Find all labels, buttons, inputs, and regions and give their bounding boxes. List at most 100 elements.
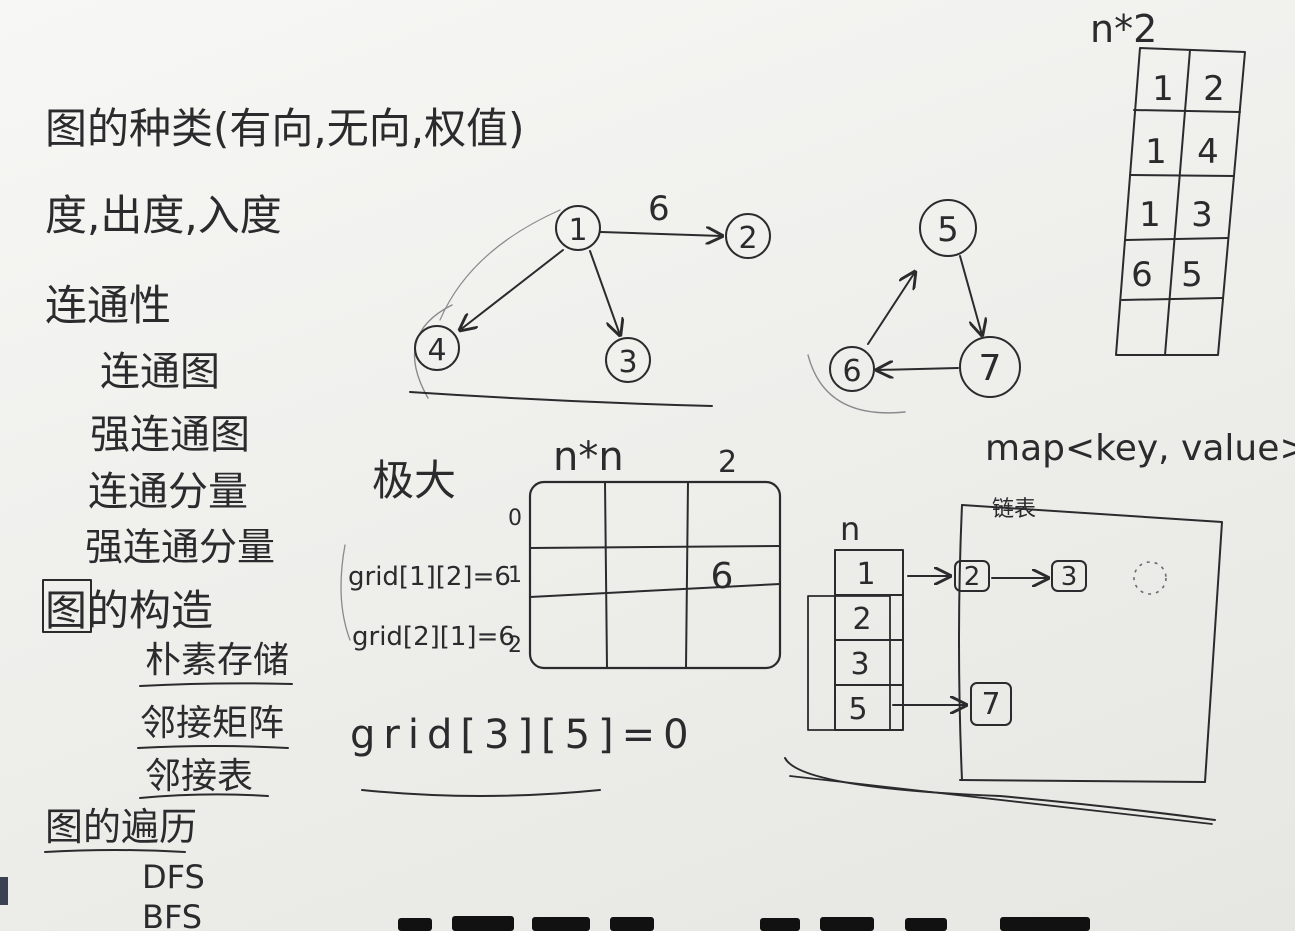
edge-list-cell: 1 xyxy=(1145,132,1167,172)
note-naive-storage: 朴素存储 xyxy=(145,640,289,681)
matrix-grid-line xyxy=(604,481,608,669)
head-array-cell: 1 xyxy=(856,557,875,592)
bottom-underline xyxy=(789,775,1213,825)
node-circle xyxy=(959,336,1021,398)
note-strongly-connected-graph: 强连通图 xyxy=(90,412,250,458)
node-circle xyxy=(414,325,460,371)
edge-list-cell: 6 xyxy=(1131,255,1153,295)
caption-fragment xyxy=(760,918,800,931)
note-bfs: BFS xyxy=(142,898,202,931)
list-node xyxy=(954,560,990,592)
construction-box-mark xyxy=(42,579,92,633)
matrix-size: n*n xyxy=(553,434,624,480)
matrix-row-label: 0 xyxy=(508,506,522,531)
note-dfs: DFS xyxy=(142,858,205,896)
edge-list-border xyxy=(1115,47,1246,356)
caption-fragment xyxy=(452,916,514,931)
node-4-label: 4 xyxy=(427,333,446,368)
matrix-label: 极大 xyxy=(372,456,456,505)
map-container-left-edge xyxy=(958,504,963,781)
caption-fragment xyxy=(820,917,874,931)
edge-list-cell: 1 xyxy=(1152,69,1174,109)
node-circle xyxy=(725,213,771,259)
matrix-cell-value: 6 xyxy=(711,556,734,597)
list-node-value: 3 xyxy=(1061,562,1078,592)
note-strongly-connected-component: 强连通分量 xyxy=(85,525,275,569)
list-node xyxy=(1051,560,1087,592)
node-6-label: 6 xyxy=(842,354,861,389)
sketch-arc xyxy=(439,209,561,321)
node-1-label: 1 xyxy=(568,213,587,248)
note-graph-traversal: 图的遍历 xyxy=(45,805,197,849)
edge-1-to-2 xyxy=(600,232,722,236)
edge-6-to-5 xyxy=(867,272,915,345)
naive-storage-underline xyxy=(139,682,293,687)
matrix-grid-border xyxy=(528,480,782,670)
caption-fragment xyxy=(905,918,947,931)
caption-fragment xyxy=(610,917,654,931)
node-circle xyxy=(919,199,977,257)
note-connected-graph: 连通图 xyxy=(100,349,220,395)
edge-list-column-divider xyxy=(1164,49,1191,356)
edge-list-size: n*2 xyxy=(1090,7,1157,51)
cropped-caption xyxy=(398,916,1090,931)
edge-list-row-divider xyxy=(1129,174,1235,177)
matrix-assignment: grid[1][2]=6 xyxy=(348,562,511,592)
edge-5-to-7 xyxy=(959,255,982,335)
adjacency-matrix-underline xyxy=(137,745,289,749)
adjacency-list-sketch: map<key, value> 链表 n 1 2 3 5 2 3 7 xyxy=(784,428,1295,825)
head-array-cell: 3 xyxy=(850,647,869,682)
note-graph-construction: 图的构造 xyxy=(45,586,213,635)
edge-list-cell: 1 xyxy=(1139,195,1161,235)
matrix-row-label: 1 xyxy=(508,563,522,588)
note-adjacency-matrix: 邻接矩阵 xyxy=(140,703,284,744)
edge-list-table: n*2 1 2 1 4 1 3 6 5 xyxy=(1090,7,1246,356)
edge-1-to-4 xyxy=(460,249,564,330)
graph-underline xyxy=(409,391,713,407)
map-type-label: map<key, value> xyxy=(985,428,1295,469)
traversal-underline xyxy=(44,849,186,853)
edge-7-to-6 xyxy=(877,368,959,370)
node-2-label: 2 xyxy=(738,221,757,256)
matrix-assignment: grid[3][5]=0 xyxy=(350,712,697,758)
matrix-row-label: 2 xyxy=(508,633,522,658)
bottom-underline xyxy=(784,757,1216,821)
adjacency-matrix-sketch: 极大 n*n 2 6 0 1 2 grid[1][2]=6 grid[2][1]… xyxy=(340,434,782,797)
edge-1-2-weight: 6 xyxy=(648,189,670,229)
cycle-graph: 5 7 6 xyxy=(807,199,1021,414)
matrix-assignment: grid[2][1]=6 xyxy=(352,622,515,652)
linked-list-label: 链表 xyxy=(992,497,1036,522)
directed-graph: 6 1 2 3 4 xyxy=(409,189,771,407)
node-circle xyxy=(829,346,875,392)
matrix-underline xyxy=(361,789,601,797)
caption-fragment xyxy=(532,917,590,931)
note-graph-types: 图的种类(有向,无向,权值) xyxy=(45,104,524,153)
note-degree: 度,出度,入度 xyxy=(45,191,282,240)
array-size-label: n xyxy=(840,510,860,548)
node-3-label: 3 xyxy=(618,345,637,380)
edge-list-cell: 2 xyxy=(1203,69,1225,109)
matrix-grid-line xyxy=(529,583,781,598)
map-container-border xyxy=(959,504,1223,783)
edge-1-to-3 xyxy=(589,250,620,335)
list-continuation-mark xyxy=(1133,561,1167,595)
sketch-arc xyxy=(807,354,906,414)
adjacency-list-underline xyxy=(139,793,269,799)
list-node-value: 7 xyxy=(981,687,1000,722)
note-connected-component: 连通分量 xyxy=(88,469,248,515)
head-array-cell: 5 xyxy=(848,692,867,727)
edge-list-row-divider xyxy=(1133,109,1241,113)
edge-list-row-divider xyxy=(1125,237,1229,241)
caption-fragment xyxy=(1000,917,1090,931)
node-7-label: 7 xyxy=(979,348,1002,389)
list-node xyxy=(970,682,1012,726)
node-circle xyxy=(605,337,651,383)
note-adjacency-list: 邻接表 xyxy=(145,756,253,797)
head-array-cell: 2 xyxy=(852,602,871,637)
note-connectivity: 连通性 xyxy=(45,281,171,330)
edge-list-cell: 3 xyxy=(1191,195,1213,235)
sketch-arc xyxy=(340,544,351,641)
board-magnet xyxy=(0,877,8,905)
